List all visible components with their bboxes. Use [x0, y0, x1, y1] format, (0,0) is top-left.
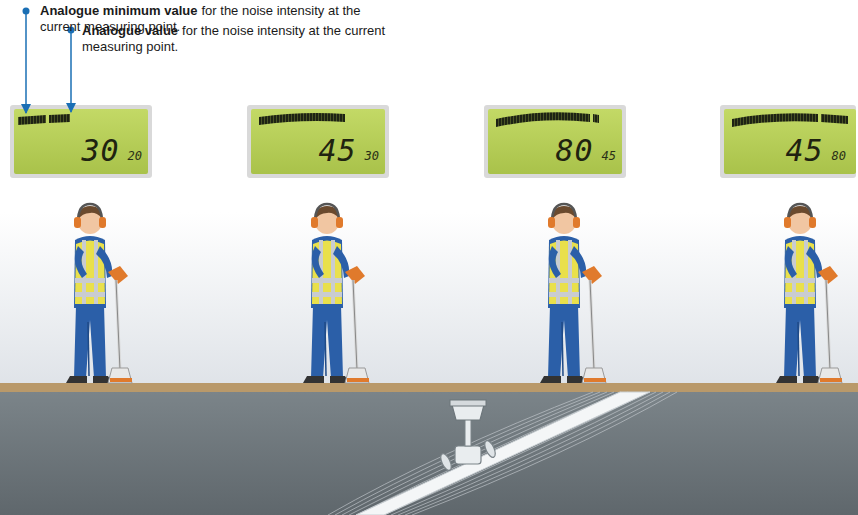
minimum-value: 80	[832, 150, 846, 162]
callout-note: Analogue valuefor the noise intensity at…	[82, 23, 412, 55]
display-screen: 45 30	[247, 105, 389, 178]
minimum-value: 30	[365, 150, 379, 162]
minimum-value: 20	[128, 150, 142, 162]
reading-value: 45	[318, 136, 356, 166]
reading-value: 30	[81, 136, 119, 166]
display-screen: 45 80	[720, 105, 856, 178]
minimum-value: 45	[602, 150, 616, 162]
reading-value: 45	[785, 136, 823, 166]
display-screen: 30 20	[10, 105, 152, 178]
display-screen: 80 45	[484, 105, 626, 178]
reading-value: 80	[555, 136, 593, 166]
callout-heading: Analogue minimum value	[40, 3, 197, 18]
callout-heading: Analogue value	[82, 23, 178, 38]
